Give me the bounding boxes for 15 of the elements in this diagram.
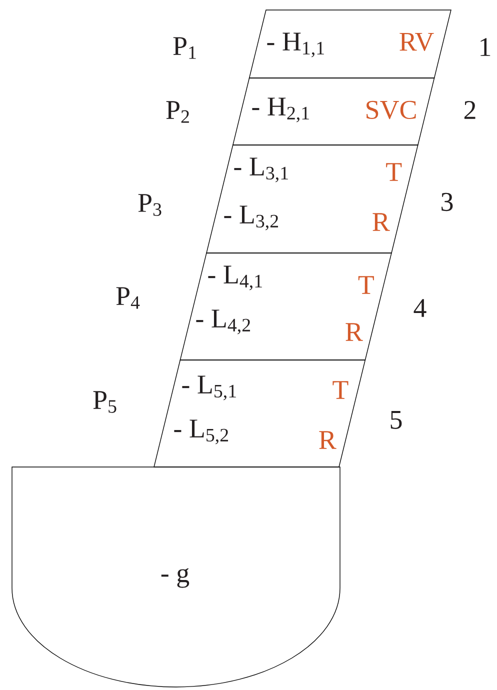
segment-number: 4	[414, 299, 426, 317]
side-label: P$_{1}$	[173, 37, 196, 59]
segment-number: 1	[480, 38, 490, 56]
side-label: P$_{3}$	[138, 194, 162, 216]
segment-number: 2	[464, 101, 476, 119]
base-bowl: - g	[12, 466, 340, 688]
segment-number: 5	[390, 411, 402, 429]
segment-box: - L$_{3,1}$ - L$_{3,2}$ T R	[206, 144, 418, 254]
segment-number: 3	[442, 192, 453, 212]
side-label: P$_{5}$	[93, 391, 116, 413]
segment-box: - L$_{5,1}$ - L$_{5,2}$ T R	[154, 360, 366, 468]
side-label: P$_{4}$	[116, 287, 140, 309]
segment-box: - L$_{4,1}$ - L$_{4,2}$ T R	[180, 252, 392, 360]
side-label: P$_{2}$	[166, 101, 189, 123]
segment-box: - H$_{1,1}$ RV	[248, 10, 452, 78]
